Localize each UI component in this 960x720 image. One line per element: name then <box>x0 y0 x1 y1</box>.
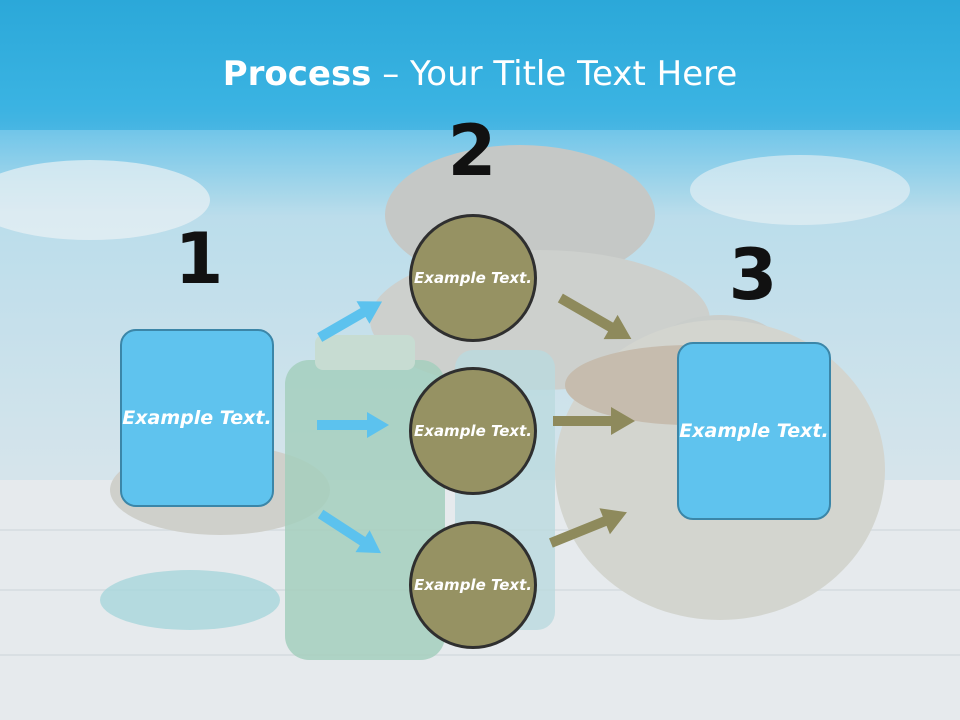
circle-middle-text: Example Text. <box>414 421 532 440</box>
arrow-left-up <box>317 301 383 342</box>
step-2-circle-bottom[interactable]: Example Text. <box>409 521 537 649</box>
arrow-right-down <box>549 508 627 548</box>
title-band <box>0 0 960 130</box>
step-number-2: 2 <box>447 110 497 192</box>
slide-title: Process – Your Title Text Here <box>0 54 960 94</box>
arrow-right-up <box>557 293 632 340</box>
step-1-text: Example Text. <box>122 406 272 429</box>
arrow-left-down <box>317 509 382 554</box>
title-rest: – Your Title Text Here <box>371 54 738 94</box>
circle-top-text: Example Text. <box>414 268 532 287</box>
arrow-right-middle <box>553 407 635 435</box>
step-2-circle-middle[interactable]: Example Text. <box>409 367 537 495</box>
title-bold: Process <box>222 54 372 94</box>
step-1-box[interactable]: Example Text. <box>120 329 274 507</box>
circle-bottom-text: Example Text. <box>414 575 532 594</box>
step-3-text: Example Text. <box>679 419 829 442</box>
step-number-3: 3 <box>728 234 778 316</box>
step-3-box[interactable]: Example Text. <box>677 342 831 520</box>
step-2-circle-top[interactable]: Example Text. <box>409 214 537 342</box>
step-number-1: 1 <box>174 218 224 300</box>
arrow-left-middle <box>317 412 389 438</box>
